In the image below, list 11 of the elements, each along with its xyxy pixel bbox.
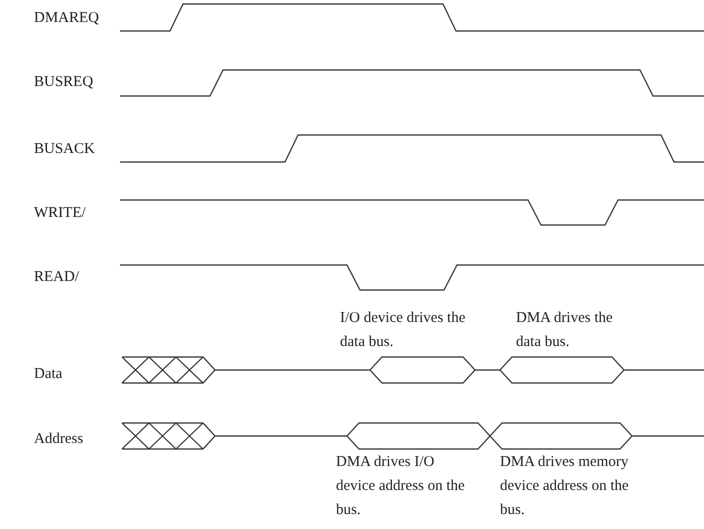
signal-label: WRITE/ [34, 204, 86, 223]
signal-label: DMA drives I/O device address on the bus. [336, 453, 466, 520]
signal-label: BUSREQ [34, 73, 94, 92]
signal-label: BUSACK [34, 140, 95, 159]
signal-label: Data [34, 365, 62, 384]
signal-label: DMA drives memory device address on the bus. [500, 453, 630, 520]
signal-label: DMAREQ [34, 9, 100, 28]
signal-label: READ/ [34, 268, 79, 287]
signal-label: DMA drives the data bus. [516, 309, 614, 352]
signal-label: Address [34, 430, 84, 449]
signal-label: I/O device drives the data bus. [340, 309, 466, 352]
